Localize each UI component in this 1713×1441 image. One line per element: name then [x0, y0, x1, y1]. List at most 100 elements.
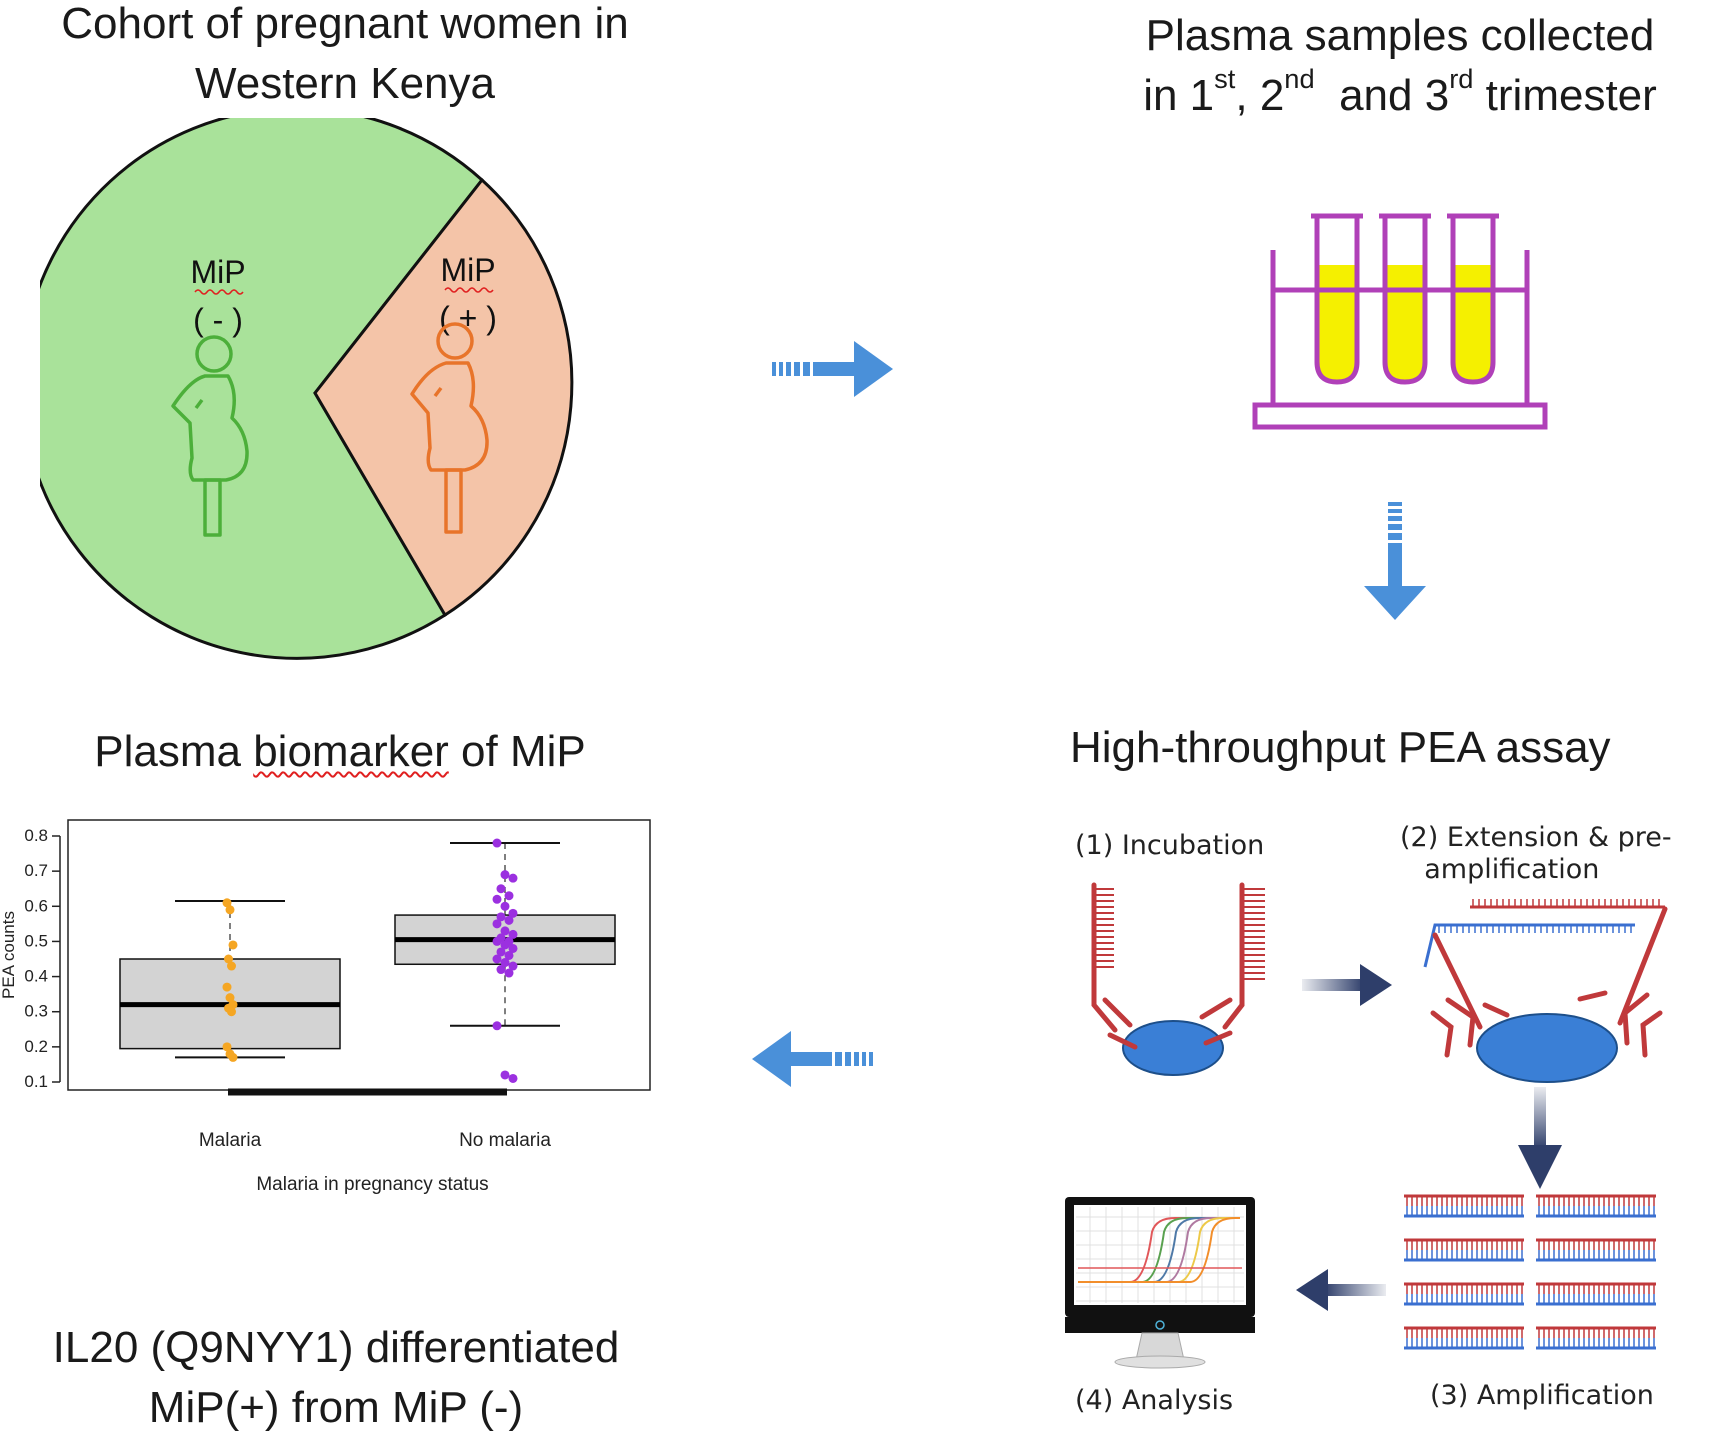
dna-top-ticks [1472, 899, 1660, 907]
x-axis-label: Malaria in pregnancy status [256, 1174, 488, 1195]
dna-duplex-0-0 [1404, 1194, 1524, 1218]
pie-slice-positive [313, 177, 574, 618]
data-point [504, 915, 514, 925]
pregnant-woman-icon-positive [410, 322, 489, 534]
data-point [508, 873, 518, 883]
step1-label: (1) Incubation [1075, 830, 1265, 861]
plasma-title-pre: in 1 [1143, 71, 1215, 120]
test-tube-2 [1379, 213, 1431, 385]
data-point [224, 954, 233, 964]
data-point [508, 1073, 518, 1083]
data-point [504, 950, 514, 960]
antibody-right-icon [1199, 882, 1245, 1046]
data-point [508, 943, 518, 953]
incubation-illustration [1091, 882, 1265, 1076]
extension-illustration [1423, 899, 1668, 1083]
pie-slice-negative [40, 118, 485, 660]
amplification-illustration [1404, 1194, 1656, 1350]
data-point [225, 993, 235, 1003]
data-point [492, 894, 502, 904]
pregnant-woman-icon-negative [171, 335, 249, 537]
y-tick-label: 0.6 [24, 896, 48, 915]
pos-label-spellcheck [444, 287, 494, 293]
step-arrow-down-icon [1518, 1087, 1562, 1189]
sup-st: st [1214, 63, 1236, 94]
data-point [496, 965, 506, 975]
data-point [222, 898, 232, 908]
flow-arrow-down-icon [1364, 502, 1426, 620]
data-point [496, 884, 506, 894]
conclusion-text: IL20 (Q9NYY1) differentiated MiP(+) from… [0, 1318, 672, 1438]
data-point [496, 947, 506, 957]
data-point [500, 1070, 510, 1080]
y-axis-label: PEA counts [0, 911, 18, 999]
dna-duplex-3-1 [1536, 1326, 1656, 1350]
antigen-ellipse-2 [1476, 1013, 1618, 1083]
x-tick-label: Malaria [199, 1130, 262, 1151]
data-point [492, 954, 502, 964]
data-point [492, 1021, 502, 1031]
dna-bottom-blue [1423, 923, 1635, 968]
data-point [228, 1052, 238, 1062]
data-point [225, 905, 235, 915]
flow-arrow-right-icon [772, 341, 893, 397]
dna-duplex-2-1 [1536, 1282, 1656, 1306]
sup-nd: nd [1284, 63, 1315, 94]
data-point [500, 926, 510, 936]
cohort-title-line1: Cohort of pregnant women in [61, 0, 629, 48]
dna-strand-left [1094, 888, 1114, 968]
dna-strand-right [1242, 888, 1265, 980]
data-point [492, 936, 502, 946]
x-tick-label: No malaria [459, 1130, 551, 1151]
data-point [227, 961, 236, 971]
data-point [500, 870, 510, 880]
dna-duplex-2-0 [1404, 1282, 1524, 1306]
cohort-title: Cohort of pregnant women in Western Keny… [0, 0, 690, 114]
pos-label: MiP [440, 252, 495, 288]
cohort-pie-chart: MiP ( - ) MiP ( + ) [40, 118, 574, 660]
data-point [504, 968, 514, 978]
step3-label: (3) Amplification [1430, 1380, 1654, 1411]
plasma-title: Plasma samples collected in 1st, 2nd and… [1080, 6, 1713, 126]
biomarker-title-underlined: biomarker [253, 727, 449, 776]
data-point [222, 1042, 232, 1052]
y-tick-label: 0.3 [24, 1002, 48, 1021]
data-point [508, 908, 518, 918]
data-point [492, 838, 502, 848]
test-tube-1 [1311, 213, 1363, 385]
plasma-title-line1: Plasma samples collected [1145, 11, 1655, 60]
biomarker-title-prefix: Plasma [94, 727, 254, 776]
conclusion-line2: MiP(+) from MiP (-) [148, 1383, 524, 1432]
step2-label: (2) Extension & pre- amplification [1400, 822, 1672, 886]
biomarker-title: Plasma biomarker of MiP [0, 722, 680, 782]
data-point [500, 940, 510, 950]
data-point [222, 982, 232, 992]
plasma-title-mid2: and 3 [1314, 71, 1450, 120]
flow-arrow-left-icon [752, 1031, 873, 1087]
step2-label-line1: (2) Extension & pre- [1400, 822, 1672, 853]
y-tick-label: 0.4 [24, 967, 48, 986]
analysis-monitor-icon [1065, 1197, 1255, 1369]
y-tick-label: 0.2 [24, 1037, 48, 1056]
plasma-title-post: trimester [1473, 71, 1657, 120]
step4-label: (4) Analysis [1075, 1385, 1234, 1416]
test-tube-3 [1447, 213, 1499, 385]
data-point [227, 1007, 236, 1017]
step2-label-line2: amplification [1424, 854, 1600, 885]
data-point [508, 929, 518, 939]
y-tick-label: 0.7 [24, 861, 48, 880]
data-point [500, 958, 510, 968]
dna-duplex-1-1 [1536, 1238, 1656, 1262]
data-point [500, 901, 510, 911]
neg-sign: ( - ) [193, 302, 243, 338]
data-point [504, 891, 514, 901]
neg-label: MiP [190, 254, 245, 290]
dna-duplex-0-1 [1536, 1194, 1656, 1218]
antibody-pair-icon [1430, 906, 1668, 1058]
dna-duplex-3-0 [1404, 1326, 1524, 1350]
antigen-ellipse [1122, 1020, 1224, 1076]
step-arrow-right-icon [1302, 964, 1392, 1006]
step-arrow-left-icon [1296, 1269, 1386, 1311]
plasma-title-line2: in 1st, 2nd and 3rd trimester [1080, 63, 1713, 126]
